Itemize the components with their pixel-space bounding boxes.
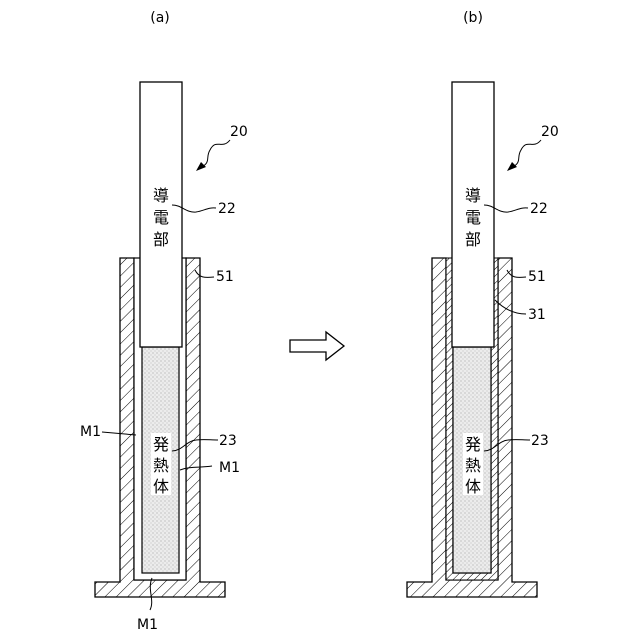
arrowhead-20 bbox=[196, 162, 206, 171]
heating-char-3: 体 bbox=[153, 477, 169, 496]
arrowhead-20 bbox=[507, 162, 517, 171]
conductive-char-3: 部 bbox=[465, 230, 481, 249]
label-20: 20 bbox=[541, 124, 559, 140]
conductive-char-2: 電 bbox=[153, 208, 169, 227]
label-22: 22 bbox=[218, 201, 236, 217]
label-20: 20 bbox=[230, 124, 248, 140]
label-m1-bottom: M1 bbox=[137, 617, 158, 633]
leader-20-arrow bbox=[511, 140, 541, 168]
heating-char-1: 発 bbox=[153, 435, 169, 454]
label-22: 22 bbox=[530, 201, 548, 217]
heating-char-2: 熱 bbox=[153, 456, 169, 475]
heating-char-1: 発 bbox=[465, 435, 481, 454]
label-23: 23 bbox=[531, 433, 549, 449]
panel-a-caption: (a) bbox=[150, 10, 170, 26]
label-m1-right: M1 bbox=[219, 460, 240, 476]
heating-char-3: 体 bbox=[465, 477, 481, 496]
right-arrow-icon bbox=[290, 332, 344, 360]
panel-a: (a) 導 電 部 発 熱 体 20 22 51 23 M1 bbox=[80, 10, 248, 633]
label-m1-left: M1 bbox=[80, 424, 101, 440]
label-51: 51 bbox=[216, 269, 234, 285]
conductive-char-2: 電 bbox=[465, 208, 481, 227]
heating-char-2: 熱 bbox=[465, 456, 481, 475]
panel-b: (b) 導 電 部 発 熱 体 20 22 51 31 bbox=[407, 10, 559, 597]
conductive-char-1: 導 bbox=[153, 186, 169, 205]
conductive-char-1: 導 bbox=[465, 186, 481, 205]
leader-20-arrow bbox=[200, 140, 230, 168]
panel-b-caption: (b) bbox=[463, 10, 483, 26]
label-23: 23 bbox=[219, 433, 237, 449]
conductive-char-3: 部 bbox=[153, 230, 169, 249]
label-51: 51 bbox=[528, 269, 546, 285]
label-31: 31 bbox=[528, 307, 546, 323]
